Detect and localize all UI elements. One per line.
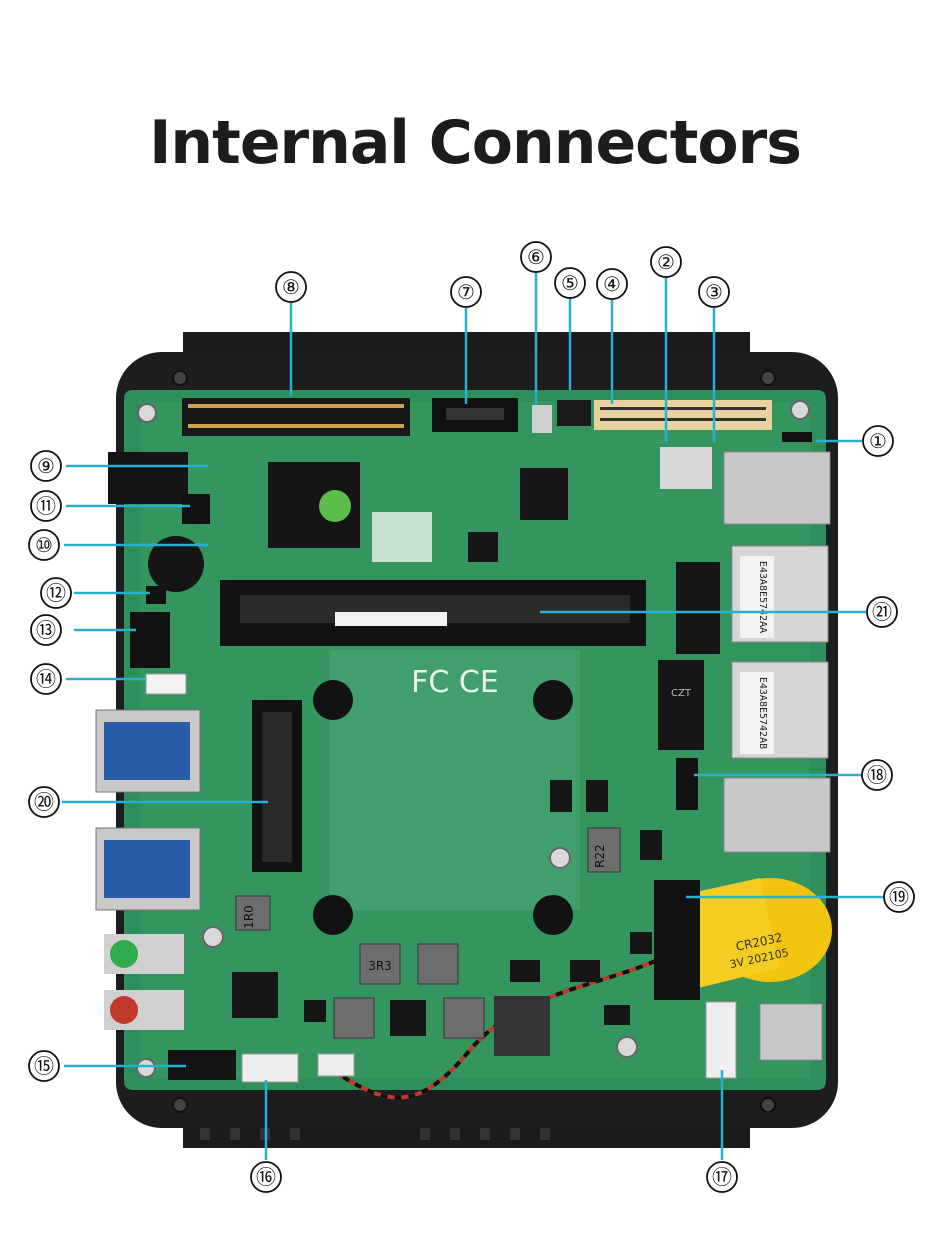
- callout-20-circle: [28, 786, 60, 818]
- callout-5-circle: [554, 267, 586, 299]
- callout-3-circle: [698, 276, 730, 308]
- lan-chip-1: [676, 562, 720, 654]
- callout-2-number: ②: [657, 250, 675, 274]
- callout-4-number: ④: [603, 272, 621, 296]
- callout-19-circle: [883, 881, 915, 913]
- callout-11-circle: [30, 490, 62, 522]
- callout-19-number: ⑲: [889, 885, 909, 909]
- lan-chip-2: [658, 660, 704, 750]
- callout-16-number: ⑯: [256, 1165, 276, 1189]
- certification-marks: FC CE: [411, 665, 499, 700]
- callout-2-circle: [650, 246, 682, 278]
- callout-6-number: ⑥: [527, 245, 545, 269]
- callout-5-number: ⑤: [561, 271, 579, 295]
- callout-10-circle: [28, 529, 60, 561]
- callout-14-circle: [30, 663, 62, 695]
- inductor-label-1r0: 1R0: [242, 905, 256, 929]
- connector-16: [241, 1053, 299, 1083]
- callout-9-number: ⑨: [37, 454, 55, 478]
- lan-chip-label: CZT: [671, 688, 692, 699]
- callout-13-number: ⑬: [36, 618, 56, 642]
- callout-15-circle: [28, 1050, 60, 1082]
- battery-connector-17: [705, 1001, 737, 1079]
- wide-header: [594, 400, 772, 430]
- callout-15-number: ⑮: [34, 1054, 54, 1078]
- callout-17-number: ⑰: [712, 1165, 732, 1189]
- inductor-label-r22: R22: [593, 844, 607, 868]
- barcode-label-2: E43A8E5742AB: [757, 677, 768, 749]
- callout-21-circle: [866, 596, 898, 628]
- dc-jack: [108, 452, 188, 504]
- callout-7-number: ⑦: [457, 280, 475, 304]
- callout-4-circle: [596, 268, 628, 300]
- callout-12-circle: [40, 577, 72, 609]
- callout-16-circle: [250, 1161, 282, 1193]
- callout-18-number: ⑱: [867, 763, 887, 787]
- callout-7-circle: [450, 276, 482, 308]
- callout-11-number: ⑪: [36, 494, 56, 518]
- barcode-label-1: E43A8E5742AA: [757, 561, 768, 633]
- usb-port-mid-right: [723, 777, 831, 853]
- callout-18-circle: [861, 759, 893, 791]
- page-title: Internal Connectors: [149, 108, 802, 178]
- callout-8-number: ⑧: [282, 275, 300, 299]
- callout-20-number: ⑳: [34, 790, 54, 814]
- callout-circles: ① ② ③ ④⑤⑥ ⑦ ⑧ ⑨ ⑩ ⑪ ⑫ ⑬ ⑭ ⑮ ⑯ ⑰ ⑱ ⑲ ⑳ ㉑: [28, 241, 915, 1193]
- callout-3-number: ③: [705, 280, 723, 304]
- inductor-label: 3R3: [368, 959, 392, 973]
- callout-9-circle: [30, 450, 62, 482]
- gpio-header: [182, 398, 410, 436]
- callout-21-number: ㉑: [872, 600, 892, 624]
- callout-17-circle: [706, 1161, 738, 1193]
- callout-1-circle: [862, 425, 894, 457]
- callout-8-circle: [275, 271, 307, 303]
- callout-13-circle: [30, 614, 62, 646]
- callout-6-circle: [520, 241, 552, 273]
- callout-10-number: ⑩: [35, 533, 53, 557]
- usb-port-top-right: [723, 451, 831, 525]
- callout-14-number: ⑭: [36, 667, 56, 691]
- callout-12-number: ⑫: [46, 581, 66, 605]
- callout-1-number: ①: [869, 429, 887, 453]
